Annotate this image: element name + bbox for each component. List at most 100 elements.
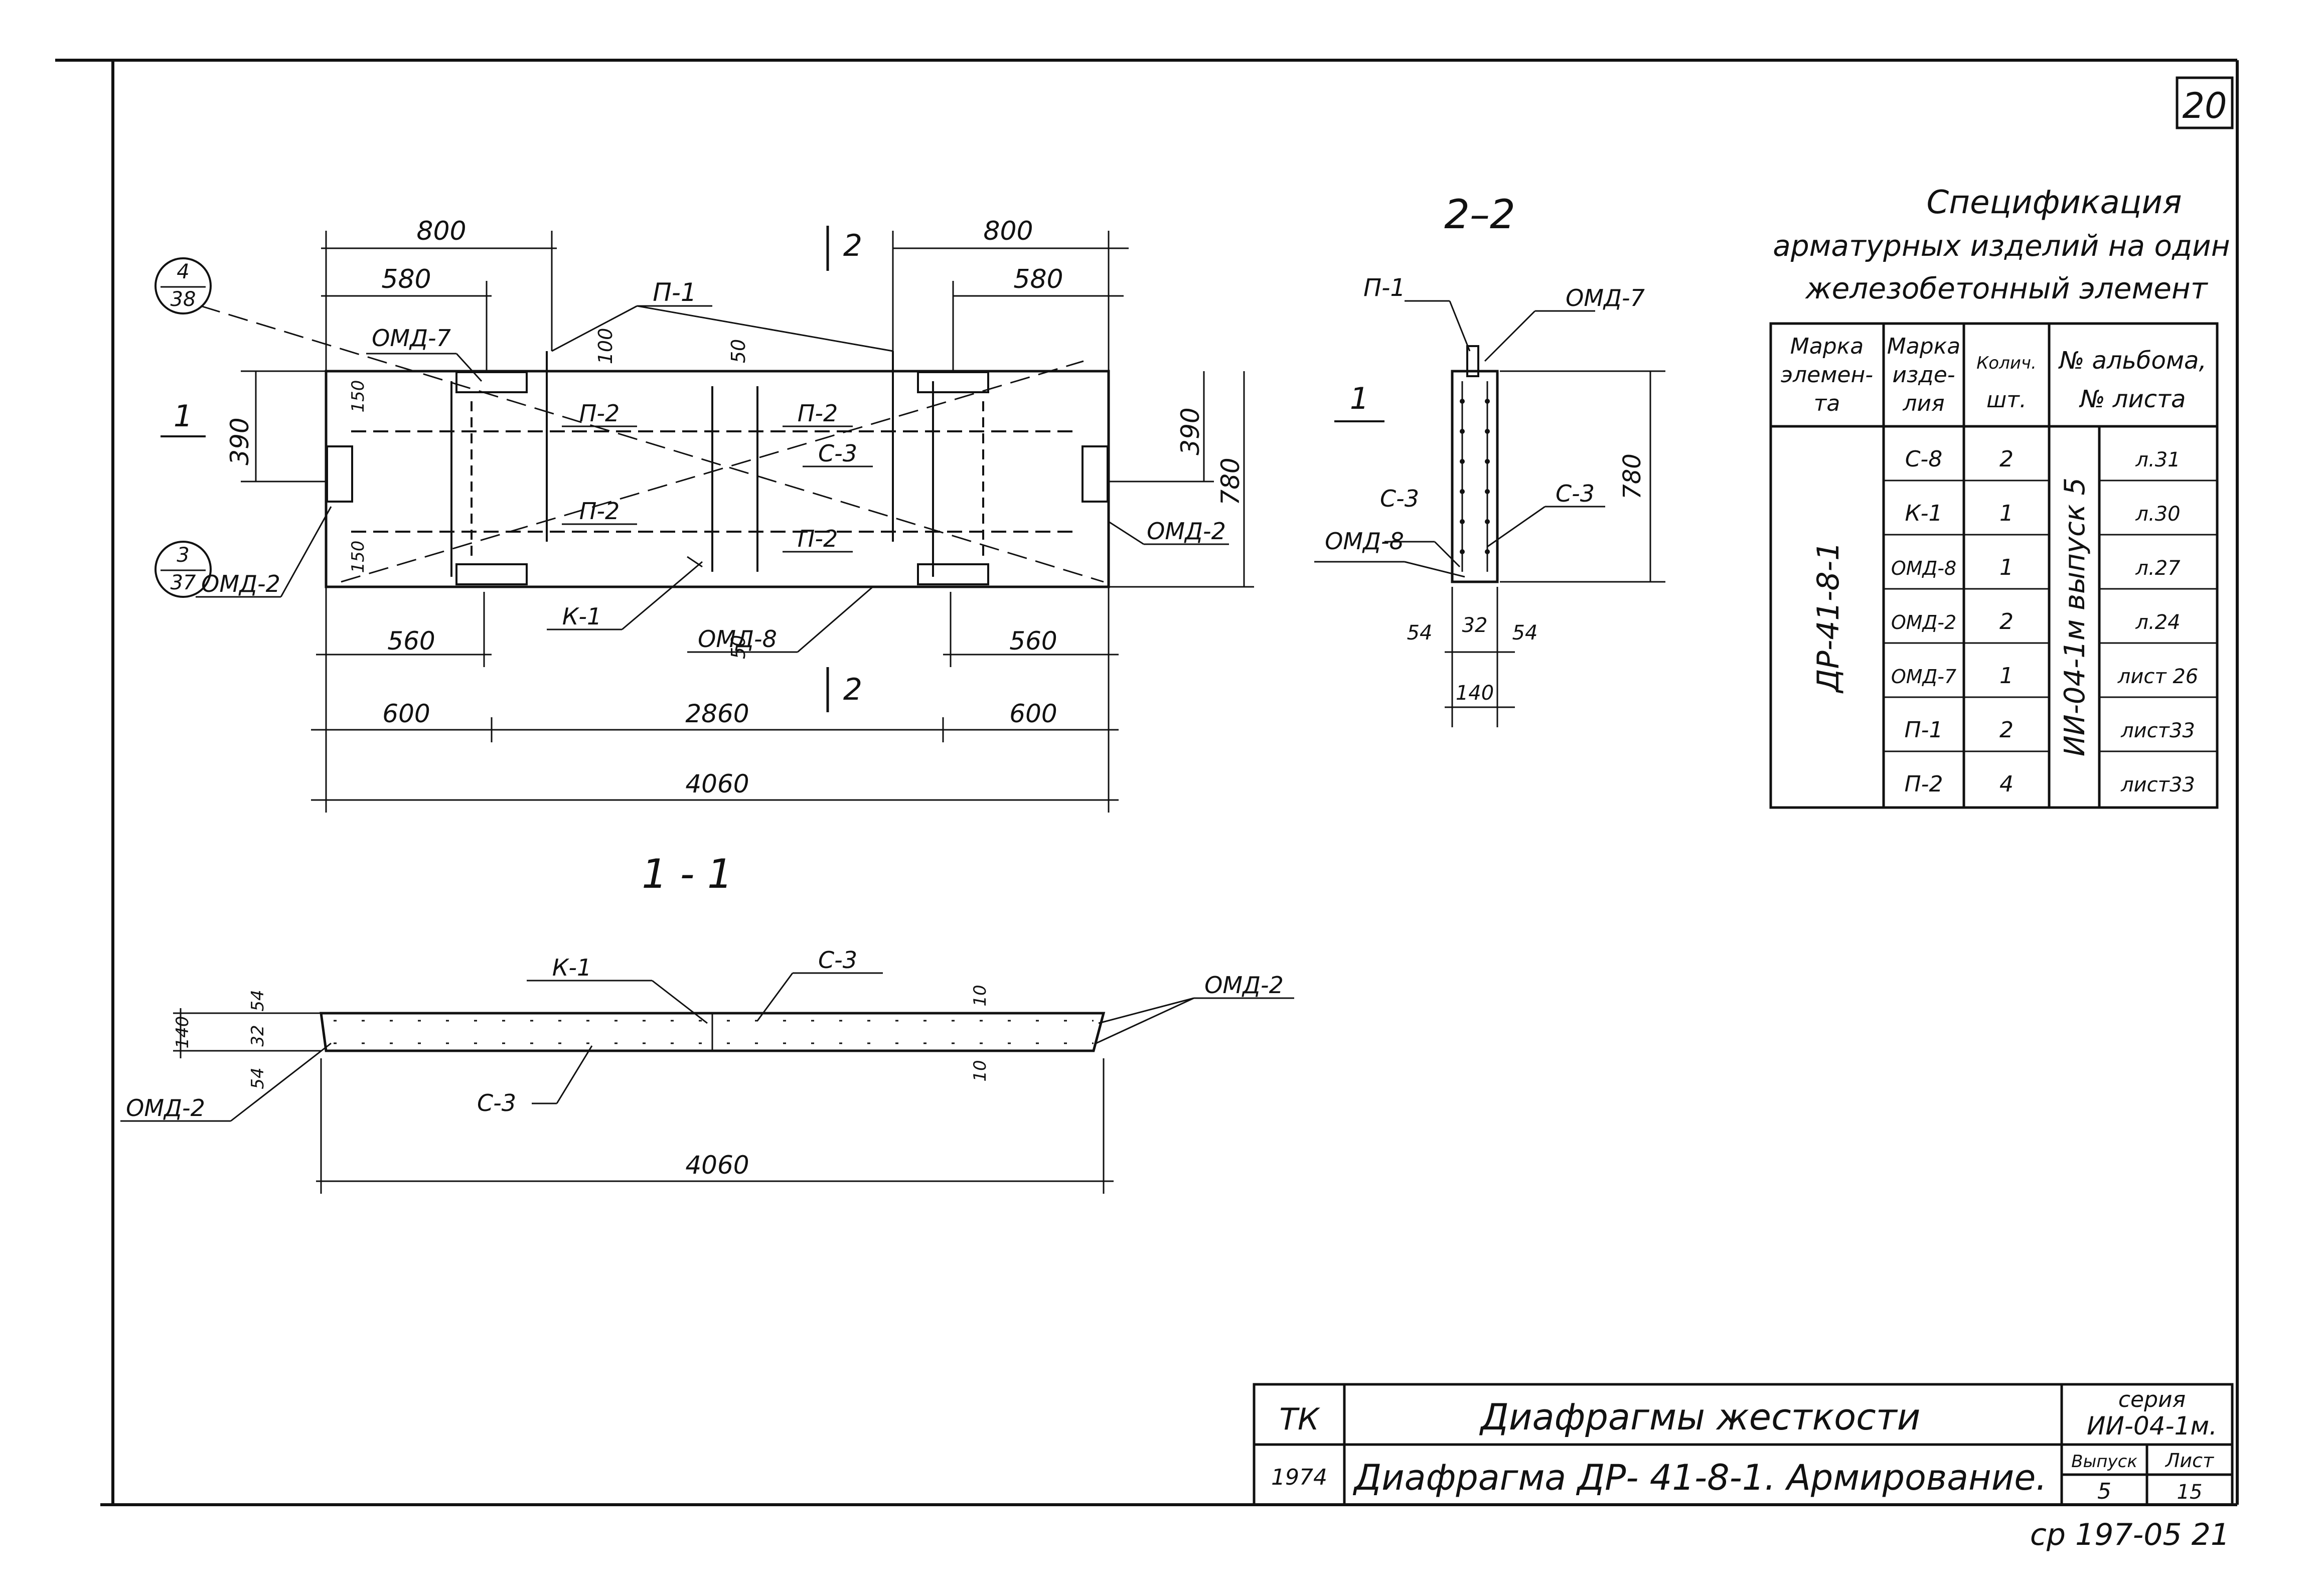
section-1-1: 1 - 1 К-1 С-3 С-3 ОМД-2 О xyxy=(120,851,1294,1194)
svg-text:л.31: л.31 xyxy=(2135,448,2180,471)
section-1-1-label-s3-bottom: С-3 xyxy=(477,1089,516,1116)
svg-text:1: 1 xyxy=(1999,555,2014,580)
svg-text:2: 2 xyxy=(1999,446,2014,472)
svg-text:л.27: л.27 xyxy=(2135,557,2181,580)
title-block-year: 1974 xyxy=(1271,1465,1327,1490)
section-2-2-label-p1: П-1 xyxy=(1363,274,1406,302)
svg-text:П-2: П-2 xyxy=(1905,771,1943,797)
plan-dim-right-390: 390 xyxy=(1176,407,1205,455)
spec-row: П-1 2 лист33 xyxy=(1905,717,2195,743)
svg-text:2: 2 xyxy=(1999,609,2014,634)
callout-4-38: 4 38 xyxy=(155,257,212,314)
sheet-number-box xyxy=(2176,76,2234,129)
spec-album-ref: ИИ-04-1м выпуск 5 xyxy=(2059,477,2091,756)
title-block-tk: ТК xyxy=(1279,1402,1320,1437)
plan-dim-top-left-1: 800 xyxy=(416,216,466,246)
svg-text:38: 38 xyxy=(171,288,196,311)
title-block: ТК 1974 Диафрагмы жесткости Диафрагма ДР… xyxy=(1253,1383,2234,1506)
section-1-1-dim-10-top: 10 xyxy=(970,985,990,1006)
sheet-frame xyxy=(55,59,2239,1506)
svg-text:лист33: лист33 xyxy=(2120,719,2195,742)
spec-header-col1-l2: элемен- xyxy=(1781,362,1873,388)
section-1-1-label-omd2-right: ОМД-2 xyxy=(1204,972,1284,999)
plan-dim-left-150a: 150 xyxy=(348,380,368,413)
plan-dim-100: 100 xyxy=(594,328,616,365)
svg-text:лист33: лист33 xyxy=(2120,773,2195,796)
plan-dim-top-right-2: 580 xyxy=(1013,264,1063,294)
section-2-2-dim-32: 32 xyxy=(1462,614,1488,637)
section-2-2-label-omd7: ОМД-7 xyxy=(1566,284,1645,311)
section-2-2-dim-780: 780 xyxy=(1618,453,1646,500)
plan-dim-top-left-2: 580 xyxy=(381,264,431,294)
spec-row: К-1 1 л.30 xyxy=(1905,501,2180,526)
spec-header-col4-l2: № листа xyxy=(2079,385,2186,413)
plan-label-s3: С-3 xyxy=(818,440,857,467)
svg-text:2: 2 xyxy=(1999,717,2014,743)
plan-dim-50-bottom: 50 xyxy=(727,635,749,659)
section-1-1-dim-10-bottom: 10 xyxy=(970,1060,990,1081)
spec-title-2: арматурных изделий на один xyxy=(1773,229,2230,263)
footer-code: ср 197-05 21 xyxy=(2030,1517,2230,1552)
svg-text:37: 37 xyxy=(171,571,196,594)
plan-view: 800 580 800 580 390 150 150 390 780 100 … xyxy=(155,216,1254,813)
plan-dim-50-top: 50 xyxy=(727,339,749,363)
spec-row: ОМД-7 1 лист 26 xyxy=(1891,663,2198,689)
plan-label-omd8: ОМД-8 xyxy=(698,625,777,653)
plan-dim-bottom-2860: 2860 xyxy=(685,699,749,728)
spec-row: ОМД-2 2 л.24 xyxy=(1891,609,2181,634)
plan-dim-right-780: 780 xyxy=(1216,457,1245,505)
plan-dim-bottom-560a: 560 xyxy=(387,626,435,656)
section-1-1-label-s3-top: С-3 xyxy=(818,946,857,974)
section-1-1-dim-32: 32 xyxy=(248,1025,268,1046)
spec-header-col4-l1: № альбома, xyxy=(2058,347,2206,375)
plan-outline xyxy=(325,370,1110,588)
spec-element-mark: ДР-41-8-1 xyxy=(1811,542,1846,694)
callout-3-37: 3 37 xyxy=(155,541,212,598)
svg-text:л.24: л.24 xyxy=(2135,611,2180,634)
section-2-2-dim-140: 140 xyxy=(1456,682,1494,705)
title-block-vypusk-label: Выпуск xyxy=(2071,1452,2137,1472)
plan-label-p2-a: П-2 xyxy=(579,400,620,427)
plan-section-2-mark-bottom: 2 xyxy=(843,672,862,707)
section-2-2-label-s3-right: С-3 xyxy=(1556,480,1595,507)
plan-label-omd2-left: ОМД-2 xyxy=(201,570,280,597)
section-2-2-mark-1: 1 xyxy=(1350,381,1369,416)
section-2-2-label-s3-left: С-3 xyxy=(1380,485,1419,512)
plan-dim-bottom-600a: 600 xyxy=(382,699,430,728)
svg-text:ОМД-2: ОМД-2 xyxy=(1891,611,1956,633)
section-1-1-dim-54a: 54 xyxy=(248,990,268,1011)
svg-text:К-1: К-1 xyxy=(1905,501,1942,526)
section-2-2-dim-54a: 54 xyxy=(1407,621,1433,645)
spec-header-col3-l2: шт. xyxy=(1986,387,2027,413)
plan-section-2-mark-top: 2 xyxy=(843,228,862,263)
spec-row: ОМД-8 1 л.27 xyxy=(1891,555,2181,580)
section-1-1-label-k1: К-1 xyxy=(552,954,592,981)
svg-text:4: 4 xyxy=(1999,771,2014,797)
spec-title-3: железобетонный элемент xyxy=(1804,271,2208,305)
plan-dim-bottom-560b: 560 xyxy=(1009,626,1057,656)
svg-text:л.30: л.30 xyxy=(2135,503,2180,526)
plan-label-k1: К-1 xyxy=(562,603,602,630)
spec-header-col3-l1: Колич. xyxy=(1976,353,2037,373)
plan-label-p2-b: П-2 xyxy=(798,400,838,427)
section-1-1-title: 1 - 1 xyxy=(642,851,733,897)
spec-header-col2-l2: изде- xyxy=(1892,362,1955,388)
title-block-title-2: Диафрагма ДР- 41-8-1. Армирование. xyxy=(1352,1457,2047,1498)
section-1-1-label-omd2-left: ОМД-2 xyxy=(126,1094,205,1122)
spec-header-col2-l1: Марка xyxy=(1887,334,1960,359)
plan-label-p1: П-1 xyxy=(653,278,696,307)
plan-label-omd2-right: ОМД-2 xyxy=(1147,518,1226,545)
svg-text:1: 1 xyxy=(1999,501,2014,526)
spec-header-col1-l1: Марка xyxy=(1790,334,1864,359)
plan-dim-bottom-600b: 600 xyxy=(1009,699,1057,728)
svg-text:4: 4 xyxy=(177,260,189,283)
title-block-vypusk-value: 5 xyxy=(2097,1479,2111,1504)
title-block-series-label: серия xyxy=(2118,1387,2186,1412)
svg-text:ОМД-7: ОМД-7 xyxy=(1891,666,1956,688)
section-1-1-dim-54b: 54 xyxy=(248,1067,268,1089)
svg-text:1: 1 xyxy=(1999,663,2014,689)
svg-text:ОМД-8: ОМД-8 xyxy=(1891,557,1956,579)
spec-header-col2-l3: лия xyxy=(1902,391,1944,416)
